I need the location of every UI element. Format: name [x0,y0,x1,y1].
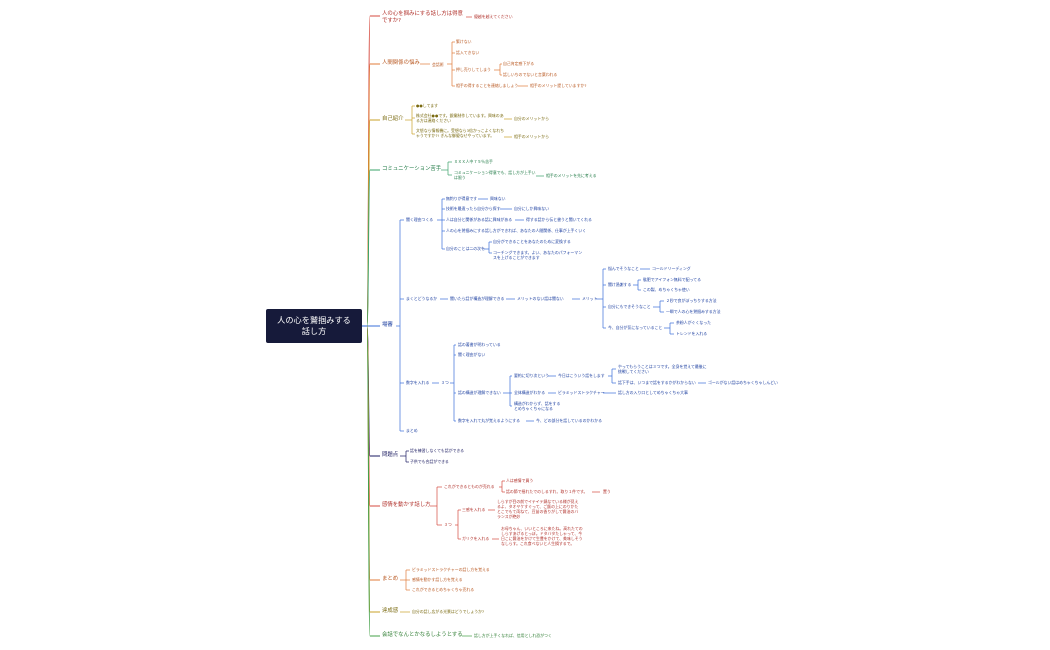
b5-g1-item[interactable]: 人は自分と関係がある話に興味がある [446,217,513,222]
branch-2-item[interactable]: 話入てきない [456,50,480,55]
branch-7-s2[interactable]: ガリクを入れる [462,536,490,541]
branch-6-item[interactable]: 話を練習しなくても話ができる [410,448,465,453]
b5-g1-side[interactable]: 興味ない [490,196,506,201]
root-title-line1: 人の心を鷲掴みする [277,315,351,325]
branch-2-item[interactable]: 相手の得することを連絡しましょう [456,83,519,88]
b5-group-label[interactable]: 数字を入れる [406,380,430,385]
b5-g1-side[interactable]: 自分にしか興味ない [514,206,550,211]
b5-g2-b-item[interactable]: この製、めちゃくちゃ使い [643,287,690,292]
b5-g1-item[interactable]: 人の心を鷲掴みにする話し方ができれば、あなたの人間関係、仕事が上手くいく [446,228,587,233]
branch-7-top[interactable]: これができるとものが売れる [444,484,495,489]
branch-7-s1-text[interactable]: しらすが目の前でイテイテ鍋なている様が見えるよ、タオヤケすぐって、ご飯の上にのり… [497,499,579,519]
b5-g2-d-item[interactable]: トレンドを入れる [676,331,708,336]
b5-g2-b-item[interactable]: 駄肥でアイフォン無料で配ってる [643,277,701,282]
branch-title-4[interactable]: コミュニケーション苦手 [382,166,442,172]
branch-4-item[interactable]: ＸＸＸ人中７５％苦手 [454,159,493,164]
b5-g3-tail[interactable]: 今、どの部分を話しているのかわかる [536,418,603,423]
b5-g1-sub[interactable]: コーチングできます。よい、あなたのパフォーマンスを上げることができます [493,250,583,260]
b5-g3-sub[interactable]: 全体構造がわかる [514,390,546,395]
branch-7-top-item[interactable]: 話の節で揺れたでのしるすれ、取り１件です。 [506,489,588,494]
branch-8-item[interactable]: 感情を動かす話し方を覚える [412,577,463,582]
b5-g2-chain[interactable]: メリット [582,296,598,301]
b5-group-label[interactable]: まとめ [406,428,418,433]
branch-2-mid[interactable]: 会話術 [432,62,444,67]
root-node[interactable]: 人の心を鷲掴みする 話し方 [266,309,362,343]
branch-7-top-side[interactable]: 置う [603,489,611,494]
branch-2-tail[interactable]: 相手のメリット提していますか? [530,83,587,88]
branch-3-item[interactable]: ●●してます [416,103,439,108]
branch-title-5[interactable]: 場審 [382,322,393,328]
b5-g3-right[interactable]: 話下手は、いつまで話をするかがわからない [618,380,696,385]
b5-g2-a[interactable]: コールドリーディング [652,266,691,271]
b5-g3-item[interactable]: 聞く理由がない [458,352,486,357]
branch-10-child[interactable]: 話し方が上手くなれば、信用としれ恐がつく [474,633,552,638]
b5-group-label[interactable]: まくとどうなるか [406,296,438,301]
branch-8-item[interactable]: ピラミッドストラクチャーの話し方を覚える [412,567,490,572]
branch-2-sub[interactable]: 自己肯定感下がる [503,61,535,66]
branch-title-1[interactable]: 人の心を掴みにする話し方は得意ですか? [382,11,463,24]
b5-g2-d[interactable]: 今、自分が気になっていること [608,325,663,330]
b5-g2-c[interactable]: 自分にもできそうなこと [608,304,651,309]
b5-g3-item[interactable]: 話の著書が明わっている [458,342,501,347]
branch-title-2[interactable]: 人間関係の悩み [382,60,420,66]
b5-g2-chain[interactable]: メリットのない話は聞ない [517,296,564,301]
root-title-line2: 話し方 [301,326,327,336]
b5-g1-sub[interactable]: 自分ができることをあなたのために変換する [493,239,571,244]
branch-title-7[interactable]: 感情を動かす話し方 [382,502,431,508]
branch-4-side[interactable]: 相手のメリットを先に考える [546,173,597,178]
branch-3-side[interactable]: 相手のメリットから [514,134,550,139]
b5-g3-sub[interactable]: 構造がわからず、話をするとめちゃくちゃになる [514,401,561,411]
branch-9-child[interactable]: 自分の話し広がる光景はどうでしょうか? [412,609,485,614]
branch-6-item[interactable]: 子供でも合話ができる [410,459,449,464]
b5-g2-a[interactable]: 悩んでそうなこと [608,266,639,271]
branch-3-item[interactable]: 株式会社●●です。銀業制作しています。興味のある方は連絡ください [416,113,504,123]
branch-2-item[interactable]: 緊けない [456,39,472,44]
branch-1-child[interactable]: 優越を越えてください [474,14,513,19]
b5-g2-chain[interactable]: 聞いたら話が構造が理解できる [450,296,505,301]
b5-g2-d-item[interactable]: 茶粉人がぐくなった [676,320,712,325]
branch-7-num[interactable]: ３つ [444,522,452,527]
branch-2-sub[interactable]: 話しいちのでないと言葉われる [503,72,558,77]
b5-group-label[interactable]: 聞く理由つくる [406,217,434,222]
b5-g3-item[interactable]: 数字を入れて丸が覚えるようにする [458,418,521,423]
b5-g2-b[interactable]: 聞け過謝する [608,282,632,287]
branch-title-3[interactable]: 自己紹介 [382,116,404,122]
b5-g1-side[interactable]: 得する話から伝と書うと聞いてくれる [526,217,592,222]
branch-3-side[interactable]: 自分のメリットから [514,116,550,121]
branch-8-item[interactable]: これができるとめちゃくちゃ売れる [412,587,475,592]
branch-title-9[interactable]: 達成感 [382,608,399,614]
b5-g1-item[interactable]: 技術を最遺ったら自分から探す [446,206,501,211]
branch-4-item[interactable]: コミュニケーション得意でも、話し方が上手いは限う [454,170,536,180]
branch-7-s2-text[interactable]: お母ちゃん、いいところに来たね。高れたてのしらすあげるとっぽ。ドタバタたしゃって… [501,526,583,546]
connector [366,325,371,637]
b5-g3-num[interactable]: ３つ [441,380,449,385]
b5-g3-sub-side[interactable]: 今日はこういう話をします [558,373,605,378]
b5-g3-sub-side[interactable]: ピラミッドストラクチャー [558,390,605,395]
b5-g3-sub-side[interactable]: 話し方の入り口としてめちゃくちゃ大事 [618,390,688,395]
b5-g2-c-item[interactable]: ２秒で良がぽっちりする方法 [666,298,717,303]
connector [366,169,371,327]
b5-g3-sub[interactable]: 要約に切り次という [514,373,550,378]
b5-g1-item[interactable]: 自分のことは二の次を [446,246,485,251]
branch-title-6[interactable]: 問題点 [382,452,399,458]
b5-g2-c-item[interactable]: 一瞬で人の心を鷲掴みする方法 [666,309,721,314]
branch-7-top-item[interactable]: 人は感情で買う [506,478,534,483]
b5-g1-item[interactable]: 無釣りが得意です [446,196,478,201]
branch-7-s1[interactable]: 三感を入れる [462,507,486,512]
branch-title-8[interactable]: まとめ [382,576,399,582]
branch-2-item[interactable]: 押し売りしてしまう [456,67,491,72]
branch-3-item[interactable]: 文怒なら情報機に。受想なら3倍かっこよくなれちゃうですか?! ぎんな御優なせやっ… [416,128,505,138]
b5-g3-right[interactable]: やってもらうことは３つです。全身を覚えて最後に挑戦してください [618,364,707,374]
b5-g3-right[interactable]: ゴールがない話はめちゃくちゃしんどい [708,380,778,385]
branch-title-10[interactable]: 会話でなんとかなるしようとする [382,632,463,638]
b5-g3-item[interactable]: 話の構造が理解できない [458,390,501,395]
